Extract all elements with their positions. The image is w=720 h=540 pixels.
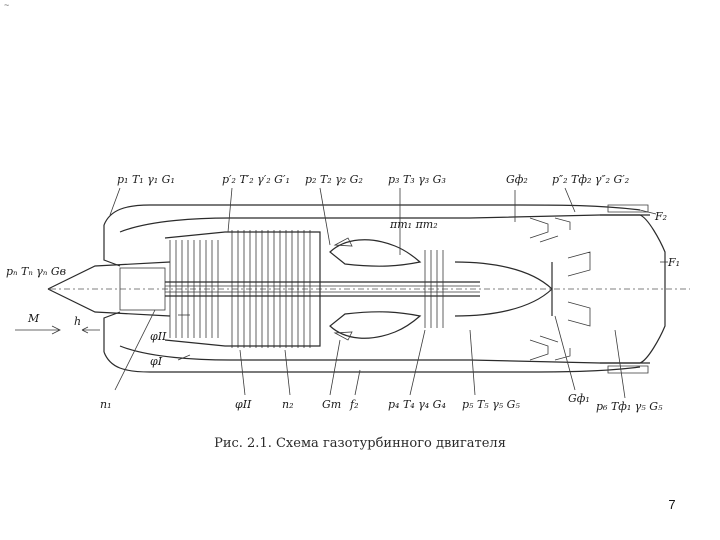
label-p2-T2: p₂ T₂ γ₂ G₂ [305, 173, 363, 186]
leader-lines [109, 187, 668, 399]
label-phi-I: φI [150, 355, 163, 368]
figure-caption: Рис. 2.1. Схема газотурбинного двигателя [214, 436, 506, 451]
h-arrow [81, 326, 100, 334]
label-p1-T1: p₁ T₁ γ₁ G₁ [117, 173, 175, 186]
label-F2: F₂ [654, 210, 667, 223]
label-n1: n₁ [100, 398, 112, 411]
compressor-blades [164, 230, 321, 348]
label-phi-II-top: φII [150, 330, 167, 343]
shaft-inner [165, 285, 480, 293]
label-p6-Tf1: p₆ Tф₁ γ₅ G₅ [596, 400, 663, 413]
outer-casing-bottom [103, 351, 641, 373]
intake-lip-bottom [103, 311, 121, 352]
fuel-nozzle-top [333, 237, 353, 247]
rotor-shaft [165, 281, 480, 297]
nozzle-flap-bottom [607, 365, 649, 374]
flight-arrow [15, 325, 61, 335]
label-phi-II-bottom: φII [235, 398, 252, 411]
combustor-top [329, 239, 422, 267]
outer-casing-top [103, 204, 641, 226]
label-pH-TH: pₙ Tₙ γₙ Gв [6, 265, 66, 278]
afterburner-flameholders [529, 217, 591, 361]
page-number: 7 [668, 497, 676, 512]
intake-lip-top [103, 225, 121, 267]
label-M: M [27, 312, 40, 325]
label-G-f2: Gф₂ [506, 173, 528, 186]
label-p2-prime: p′₂ T′₂ γ′₂ G′₁ [222, 173, 290, 186]
label-p2-double-prime: p″₂ Tф₂ γ″₂ G′₂ [552, 173, 629, 186]
label-n2: n₂ [282, 398, 294, 411]
label-p3-T3: p₃ T₃ γ₃ G₃ [388, 173, 446, 186]
label-F1: F₁ [667, 256, 680, 269]
label-h: h [74, 315, 81, 328]
combustor-bottom [329, 311, 422, 339]
label-G-T: Gт [322, 398, 341, 411]
corner-mark: ~ [4, 0, 10, 10]
casing-inner-bottom [119, 345, 650, 364]
casing-inner-top [119, 214, 650, 233]
fuel-nozzle-bottom [333, 331, 353, 341]
label-G-f1: Gф₁ [568, 392, 590, 405]
label-p4-T4: p₄ T₄ γ₄ G₄ [388, 398, 446, 411]
label-p5-T5: p₅ T₅ γ₅ G₅ [462, 398, 520, 411]
turbine-blades [424, 250, 444, 328]
label-f2: f₂ [349, 398, 358, 411]
inlet-cone [47, 261, 171, 317]
exhaust-nozzle [600, 214, 666, 364]
inlet-hub [119, 267, 166, 311]
label-pi-t: πт₁ πт₂ [389, 218, 438, 231]
